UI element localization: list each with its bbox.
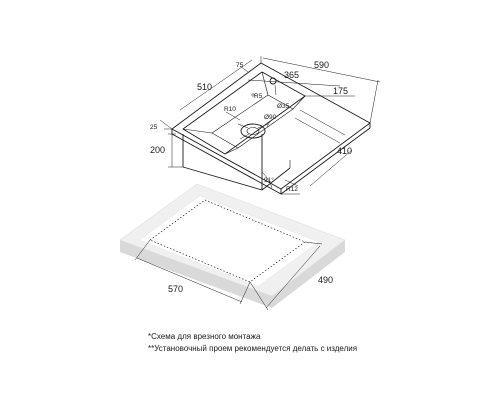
tap-hole <box>269 77 277 85</box>
dim-bowl-height: 200 <box>150 145 165 155</box>
dim-overall-depth: 510 <box>197 82 212 92</box>
sink-drawing: 590 365 175 510 75 25 200 410 R10 R12 Ø3… <box>150 56 381 195</box>
dim-bowl-width: 365 <box>284 70 299 80</box>
cutout-dotted-outline <box>149 199 306 283</box>
drain-hole <box>240 123 266 139</box>
dim-tap-hole: Ø35 <box>277 103 290 110</box>
dim-inner-radius: R10 <box>224 106 236 113</box>
dim-overall-width: 590 <box>314 60 329 70</box>
sink-bowl-body <box>182 134 263 191</box>
dim-drainboard-width: 175 <box>333 86 348 96</box>
countertop-cutout <box>140 196 318 286</box>
note-line-1: *Схема для врезного монтажа <box>148 332 261 341</box>
dim-drain-hole: Ø90 <box>264 114 277 121</box>
dim-tap-offset: R5 <box>254 93 263 100</box>
dim-rim-angle: 91° <box>264 176 274 184</box>
sink-dimension-lines <box>159 56 381 195</box>
sink-dim-texts: 590 365 175 510 75 25 200 410 R10 R12 Ø3… <box>150 60 352 193</box>
countertop-edge <box>120 240 345 308</box>
dim-outer-radius: R12 <box>286 186 298 193</box>
countertop-drawing: 570 490 <box>119 183 346 311</box>
dim-bowl-depth: 410 <box>337 146 352 156</box>
dim-cutout-width: 570 <box>168 284 183 294</box>
cutout-dim-texts: 570 490 <box>168 275 333 294</box>
installation-notes: *Схема для врезного монтажа **Установочн… <box>148 331 357 355</box>
dim-rim-thickness: 25 <box>150 124 158 131</box>
dim-cutout-depth: 490 <box>318 275 333 285</box>
note-line-2: **Установочный проем рекомендуется делат… <box>148 344 358 353</box>
cutout-dimension-lines <box>134 239 323 311</box>
dim-rim-offset: 75 <box>236 62 244 69</box>
